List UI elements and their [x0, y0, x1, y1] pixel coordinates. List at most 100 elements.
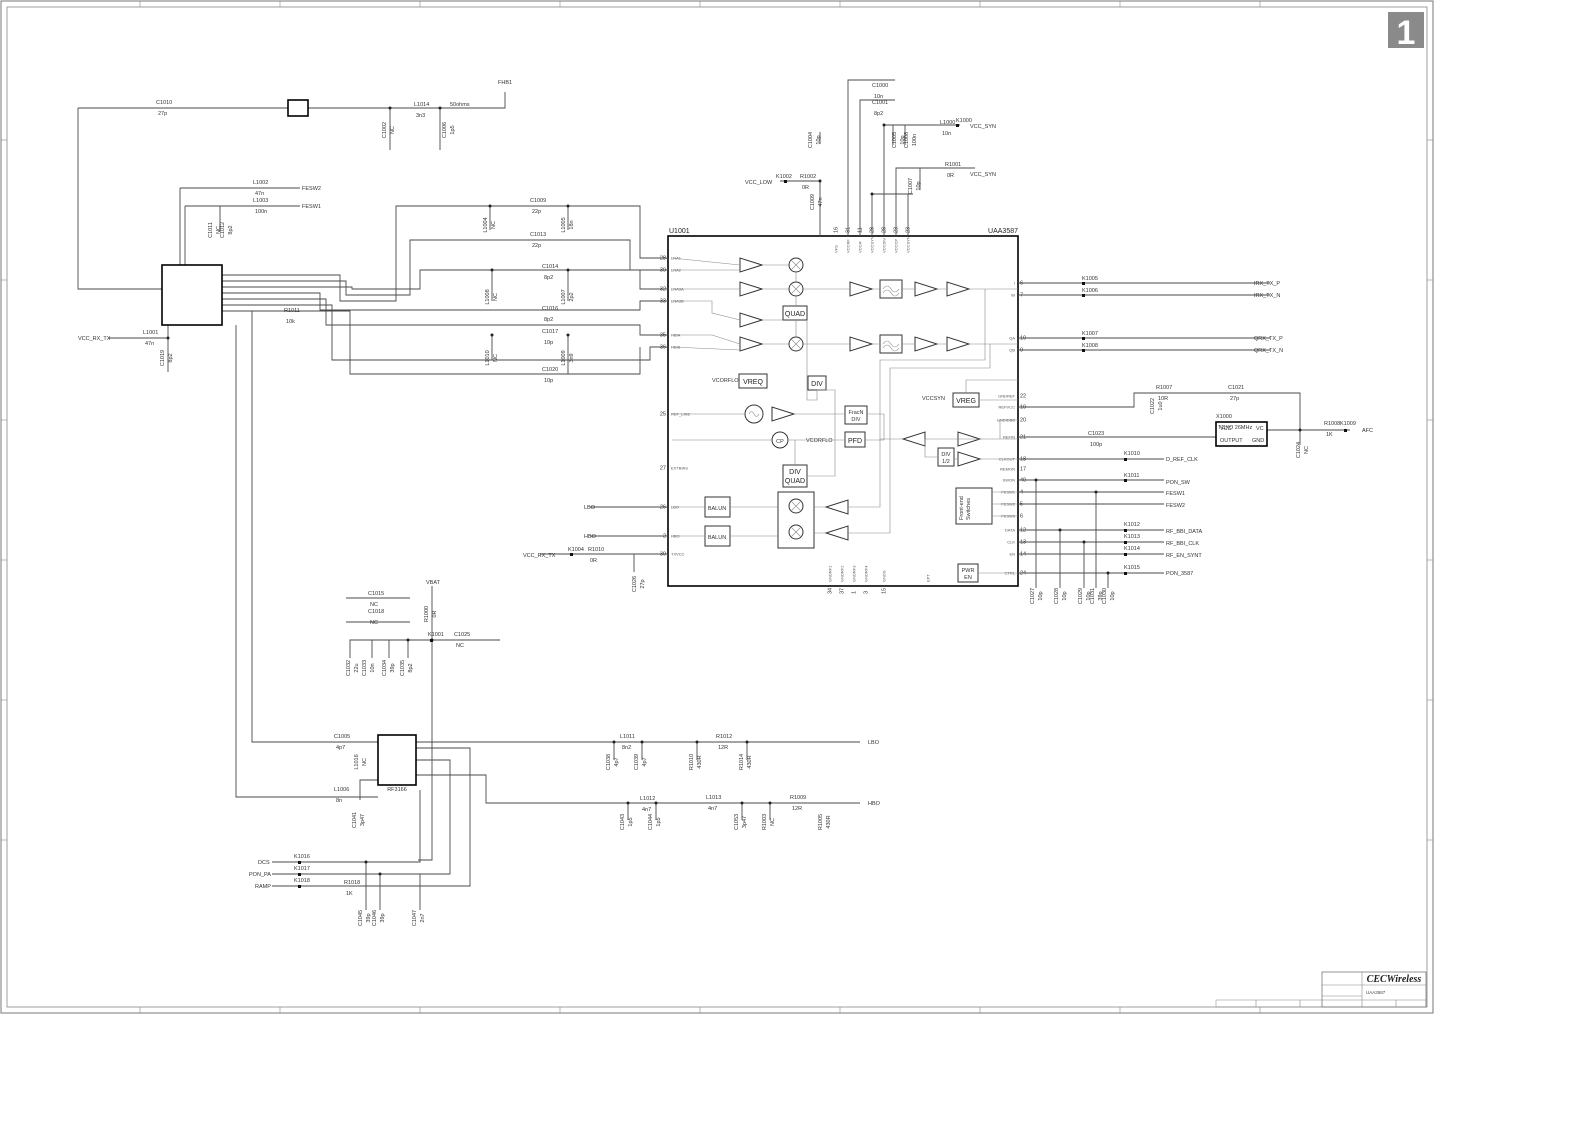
net-fesw1-b: FESW1	[1166, 491, 1185, 497]
block-fracn-div: DIV	[851, 417, 861, 423]
part-ref: K1015	[1124, 565, 1140, 571]
block-balun-1: BALUN	[708, 506, 726, 512]
net-pon-3587: PON_3587	[1166, 571, 1193, 577]
net-rf-bbi-clk: RF_BBI_CLK	[1166, 541, 1199, 547]
part-ref: R1009	[790, 795, 806, 801]
part-value: 100n	[912, 134, 918, 146]
part-ref: C1019	[160, 350, 166, 366]
ic-pin-right-name: QB	[1009, 348, 1015, 353]
ic-pin-left-num: 27	[660, 466, 666, 472]
ic-top-pins: VFS16VCCRF31VCCIF11VCCSYN28VCCDIV28VCCCP…	[834, 227, 912, 253]
part-ref: C1010	[156, 100, 172, 106]
ic-pin-right-name: REMON	[1000, 467, 1015, 472]
tcxo-vcc: VCC	[1220, 426, 1232, 432]
part-ref: C1033	[362, 660, 368, 676]
tcxo-gnd: GND	[1252, 438, 1264, 444]
net-qrx-tx-n: QRX_TX_N	[1254, 348, 1283, 354]
part-value: NC	[491, 221, 497, 229]
part-value: 1K	[1326, 432, 1333, 438]
part-ref: K1001	[428, 632, 444, 638]
part-ref: L1007	[561, 289, 567, 304]
part-ref: C1034	[382, 660, 388, 676]
ic-pin-bottom-name: GNDRF2	[840, 565, 845, 582]
part-value: 3n3	[416, 113, 425, 119]
net-irx-tx-n: IRX_TX_N	[1254, 293, 1280, 299]
ic-pin-top-num: 11	[858, 227, 864, 233]
block-frontend: Front-end	[959, 496, 965, 520]
ic-pin-left-num: 30	[660, 268, 666, 274]
company-name: CECWireless	[1367, 974, 1422, 985]
pa-ref: RF3166	[387, 787, 407, 793]
part-value: 18n	[569, 220, 575, 229]
part-ref: C1002	[382, 122, 388, 138]
block-fracn: FracN	[849, 410, 864, 416]
part-value: 8p2	[168, 353, 174, 362]
ic-pin-top-num: 23	[906, 227, 912, 233]
ic-pin-right-num: 24	[1020, 571, 1026, 577]
part-ref: C1044	[648, 814, 654, 830]
tcxo-vc: VC	[1256, 426, 1264, 432]
part-value: 1u0	[1158, 401, 1164, 410]
part-value: 10p	[544, 340, 553, 346]
part-value: 39p	[380, 913, 386, 922]
ic-pin-left-num: 26	[660, 505, 666, 511]
part-ref: C1015	[368, 591, 384, 597]
ic-pin-bottom-name: GNDRF4	[864, 565, 869, 582]
part-ref: C1045	[358, 910, 364, 926]
block-pwr: PWR	[962, 568, 975, 574]
ic-pin-right-num: 6	[1020, 514, 1023, 520]
net-vbat: VBAT	[426, 580, 441, 586]
net-fesw1: FESW1	[302, 204, 321, 210]
part-value: 10R	[1158, 396, 1168, 402]
part-value: 100n	[255, 209, 267, 215]
part-ref: C1038	[606, 754, 612, 770]
ic-pin-right-name: QA	[1009, 336, 1015, 341]
part-ref: K1011	[1124, 473, 1140, 479]
part-ref: L1006	[334, 787, 349, 793]
block-en: EN	[964, 575, 972, 581]
ic-pin-left-num: 25	[660, 412, 666, 418]
part-ref: L1002	[253, 180, 268, 186]
ic-pin-right-num: 40	[1020, 478, 1026, 484]
part-ref: C1001	[872, 100, 888, 106]
ic-pin-right-num: 6	[1020, 281, 1023, 287]
block-cp: CP	[776, 439, 784, 445]
net-irx-tx-p: IRX_TX_P	[1254, 281, 1280, 287]
part-ref: R1011	[284, 308, 300, 314]
net-fesw2-b: FESW2	[1166, 503, 1185, 509]
ic-pin-right-num: 5	[1020, 502, 1023, 508]
part-ref: L1000	[940, 120, 955, 126]
sheet-frame	[0, 0, 1434, 1014]
title-block: CECWireless UAA3587	[1215, 971, 1427, 1008]
part-value: 10p	[1086, 591, 1092, 600]
ic-pin-top-name: VCCIF	[858, 240, 863, 253]
part-ref: C1021	[1228, 385, 1244, 391]
ic-pin-right-name: SWON	[1003, 478, 1016, 483]
part-ref: R1001	[945, 162, 961, 168]
part-value: 0R	[802, 185, 809, 191]
part-ref: K1007	[1082, 331, 1098, 337]
part-value: NC	[456, 643, 464, 649]
ic-pin-left-num: 33	[660, 299, 666, 305]
part-value: 39p	[1098, 591, 1104, 600]
part-ref: C1046	[372, 910, 378, 926]
part-ref: K1010	[1124, 451, 1140, 457]
part-value: 22p	[532, 209, 541, 215]
net-dcs: DCS	[258, 860, 270, 866]
part-ref: C1035	[400, 660, 406, 676]
block-vreg: VREG	[956, 398, 976, 405]
ic-pin-top-name: VFS	[834, 245, 839, 253]
part-ref: C1014	[542, 264, 558, 270]
part-ref: C1023	[1088, 431, 1104, 437]
ic-pin-top-num: 31	[846, 227, 852, 233]
part-ref: C1011	[208, 222, 214, 238]
ic-pin-right-num: 9	[1020, 348, 1023, 354]
part-ref: K1008	[1082, 343, 1098, 349]
part-ref: R1018	[344, 880, 360, 886]
part-value: 10p	[1062, 591, 1068, 600]
part-ref: C1029	[1078, 588, 1084, 604]
ic-pin-bottom-name: EPT	[926, 574, 931, 582]
tcxo-output: OUTPUT	[1220, 438, 1243, 444]
